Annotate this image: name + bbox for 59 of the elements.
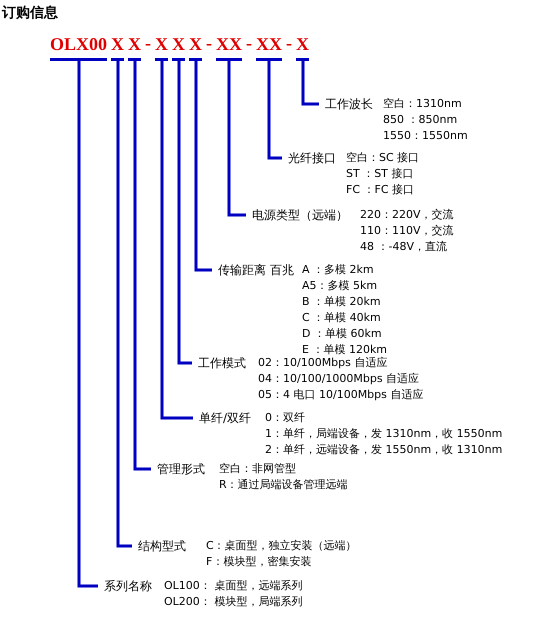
code-segment: X	[172, 34, 186, 61]
field-name: 工作模式	[198, 355, 246, 371]
option-text: 2：单纤，远端设备，发 1550nm，收 1310nm	[265, 442, 502, 458]
option-text: 空白：1310nm	[383, 96, 462, 112]
option-text: 850 ：850nm	[383, 112, 458, 128]
option-text: C：桌面型，独立安装（远端）	[206, 538, 357, 554]
separator-dash: -	[286, 33, 292, 53]
title: 订购信息	[2, 4, 58, 22]
option-text: 1：单纤，局端设备，发 1310nm，收 1550nm	[265, 426, 502, 442]
option-text: D ：单模 60km	[302, 326, 382, 342]
option-text: A ：多模 2km	[302, 262, 374, 278]
option-text: 110：110V，交流	[360, 223, 454, 239]
option-text: FC ：FC 接口	[346, 182, 414, 198]
code-segment: X	[296, 34, 310, 61]
separator-dash: -	[145, 33, 152, 53]
code-segment: OLX00	[50, 34, 108, 61]
field-name: 结构型式	[138, 538, 186, 554]
field-name: 光纤接口	[288, 150, 336, 166]
option-text: C ：单模 40km	[302, 310, 381, 326]
code-segment: XX	[216, 34, 242, 61]
option-text: 空白：SC 接口	[346, 150, 420, 166]
option-text: F：模块型，密集安装	[206, 554, 312, 570]
leader-line	[160, 61, 193, 420]
option-text: 1550：1550nm	[383, 128, 468, 144]
leader-line	[228, 61, 246, 216]
option-text: 04：10/100/1000Mbps 自适应	[258, 371, 420, 387]
option-text: OL100： 桌面型，远端系列	[164, 578, 302, 594]
separator-dash: -	[206, 33, 212, 53]
leader-line	[302, 61, 319, 106]
field-name: 系列名称	[104, 578, 152, 594]
option-text: ST ：ST 接口	[346, 166, 414, 182]
option-text: 05：4 电口 10/100Mbps 自适应	[258, 387, 424, 403]
option-text: B ：单模 20km	[302, 294, 381, 310]
option-text: E ：单模 120km	[302, 342, 388, 356]
option-text: 空白：非网管型	[219, 461, 296, 477]
code-segment: XX	[256, 34, 282, 61]
code-segment: X	[128, 34, 142, 61]
leader-line	[78, 61, 98, 588]
leader-line	[268, 61, 282, 160]
leader-line	[178, 61, 192, 364]
code-segment: X	[111, 34, 124, 61]
field-name: 传输距离 百兆	[218, 262, 294, 278]
field-name: 单纤/双纤	[199, 410, 252, 426]
field-name: 电源类型（远端）	[252, 207, 348, 223]
option-text: OL200： 模块型，局端系列	[164, 594, 302, 610]
option-text: 0：双纤	[265, 410, 305, 426]
field-name: 工作波长	[325, 96, 373, 112]
option-text: R：通过局端设备管理远端	[219, 477, 348, 493]
leader-line	[116, 61, 132, 548]
option-text: 02：10/100Mbps 自适应	[258, 355, 388, 371]
option-text: 220：220V，交流	[360, 207, 454, 223]
option-text: A5：多模 5km	[302, 278, 378, 294]
field-name: 管理形式	[157, 461, 205, 477]
code-segment: X	[155, 34, 168, 61]
leader-line	[134, 61, 151, 470]
code-segment: X	[189, 34, 202, 61]
leader-line	[194, 61, 212, 272]
separator-dash: -	[246, 33, 252, 53]
option-text: 48 ：-48V，直流	[360, 239, 447, 255]
